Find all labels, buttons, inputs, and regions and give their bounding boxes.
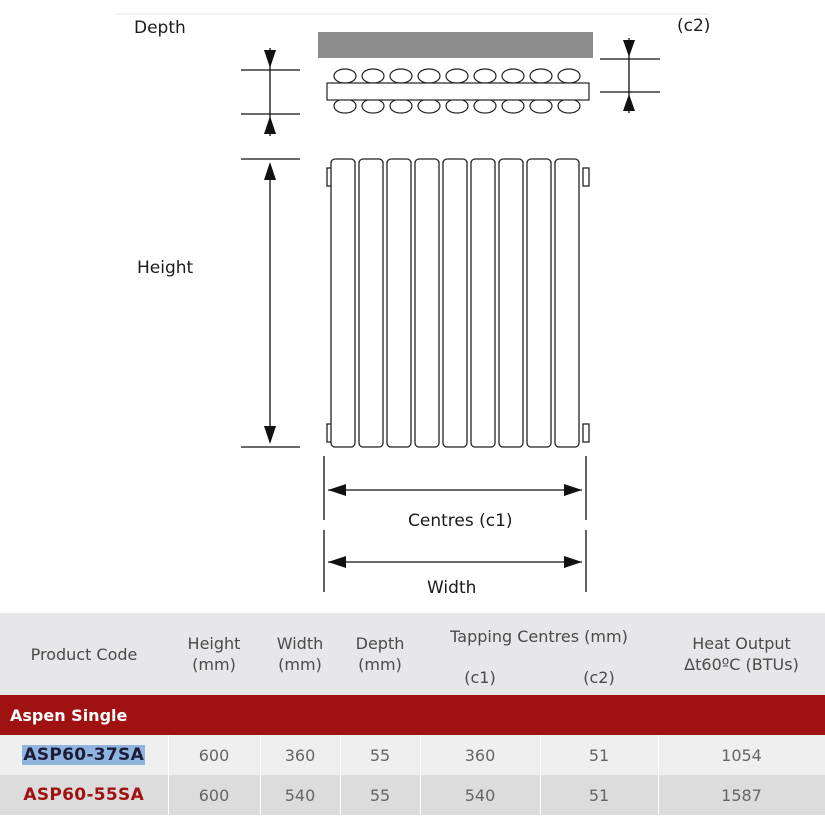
centres-label: Centres (c1) [408, 511, 513, 531]
depth-dimension [241, 48, 300, 136]
width-label: Width [427, 578, 477, 598]
c2-label: (c2) [677, 16, 711, 36]
wall-bar [318, 32, 593, 58]
heat-output-cell: 1587 [658, 775, 825, 815]
header-depth: Depth(mm) [340, 613, 420, 695]
height-cell: 600 [168, 735, 261, 775]
header-height: Height(mm) [168, 613, 260, 695]
header-product-code: Product Code [0, 613, 168, 695]
c2-cell: 51 [540, 775, 659, 815]
product-code-cell[interactable]: ASP60-55SA [0, 775, 169, 815]
width-cell: 360 [260, 735, 341, 775]
c2-cell: 51 [540, 735, 659, 775]
height-cell: 600 [168, 775, 261, 815]
width-cell: 540 [260, 775, 341, 815]
radiator-diagram: Depth (c2) Height Centres (c1) Width [115, 13, 711, 598]
table-row: ASP60-37SA 600 360 55 360 51 1054 [0, 735, 825, 775]
depth-cell: 55 [340, 775, 421, 815]
radiator-front [326, 158, 590, 448]
heat-output-cell: 1054 [658, 735, 825, 775]
header-c2: (c2) [540, 659, 658, 695]
c1-cell: 540 [420, 775, 541, 815]
spec-table: Product Code Height(mm) Width(mm) Depth(… [0, 613, 825, 815]
width-dimensions [323, 456, 587, 592]
section-title: Aspen Single [0, 695, 825, 735]
depth-label: Depth [134, 18, 186, 38]
height-label: Height [137, 258, 194, 278]
header-width: Width(mm) [260, 613, 340, 695]
c1-cell: 360 [420, 735, 541, 775]
header-c1: (c1) [420, 659, 540, 695]
product-code-cell[interactable]: ASP60-37SA [0, 735, 169, 775]
depth-cell: 55 [340, 735, 421, 775]
c2-dimension [600, 38, 660, 113]
table-row: ASP60-55SA 600 540 55 540 51 1587 [0, 775, 825, 815]
top-view-tubes [326, 68, 590, 114]
header-tapping-centres: Tapping Centres (mm) [420, 613, 658, 659]
height-dimension [241, 158, 300, 448]
radiator-drawing [115, 13, 710, 592]
